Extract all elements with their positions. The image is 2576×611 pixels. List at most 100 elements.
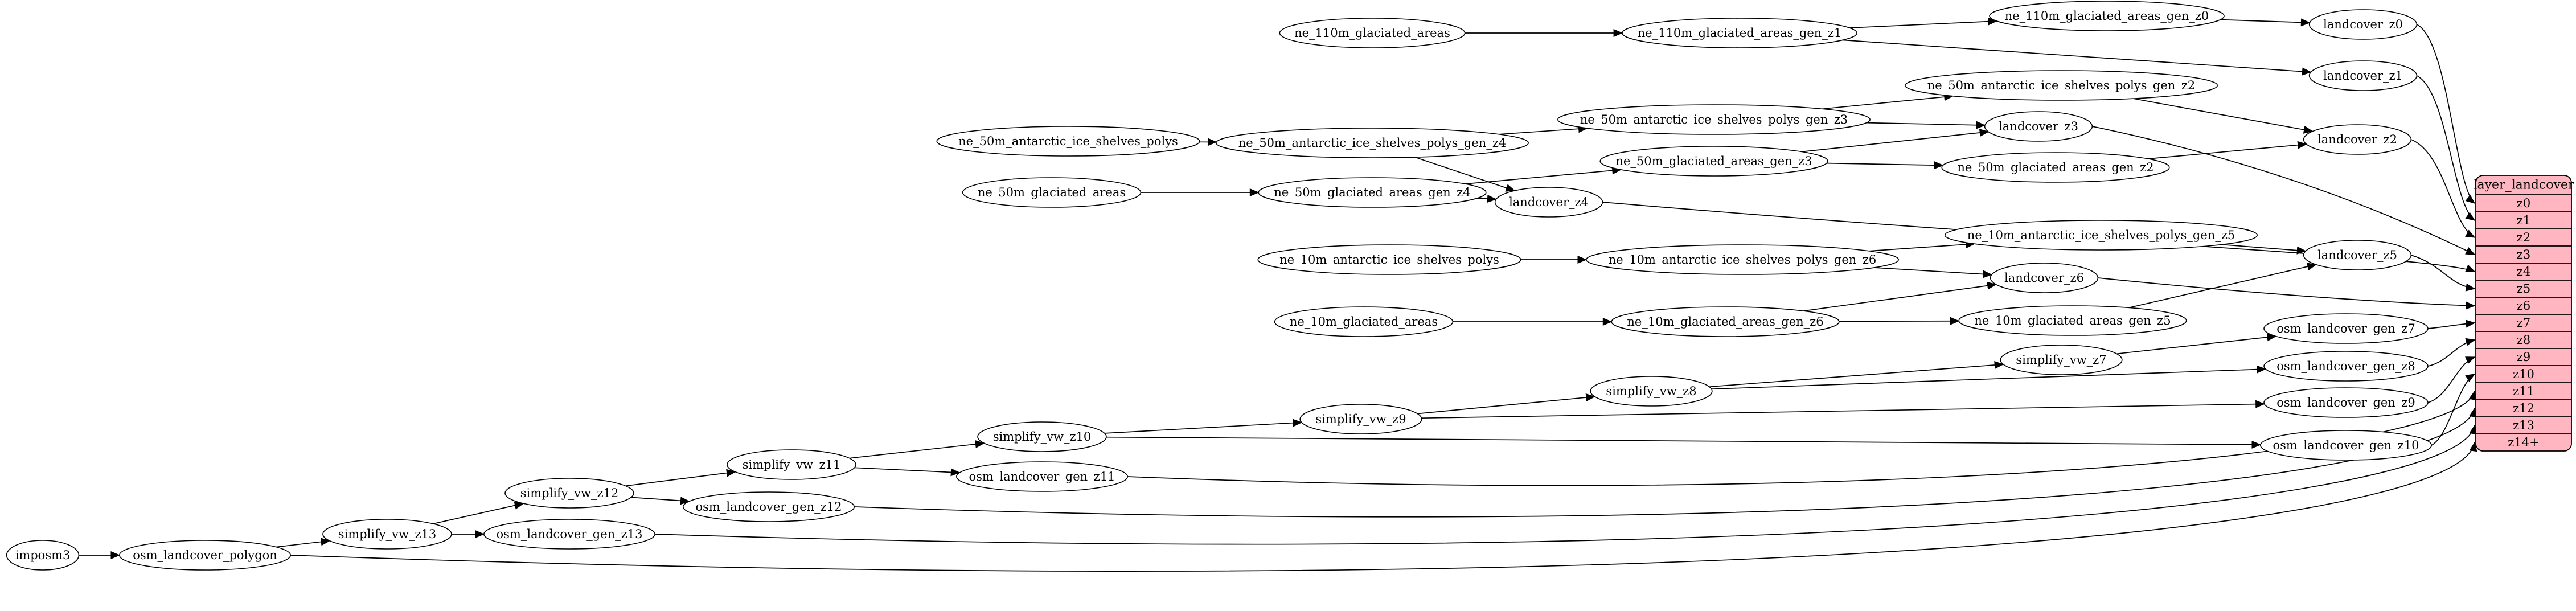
edge-ne_50m_glaciated_areas_gen_z2-to-landcover_z2 — [2148, 141, 2307, 159]
node-ellipse — [956, 461, 1129, 492]
edge-osm_landcover_polygon-to-row-z14plus — [290, 441, 2477, 572]
edge-ne_50m_glaciated_areas_gen_z3-to-ne_50m_glaciated_areas_gen_z2 — [1826, 161, 1944, 170]
table-row: z6 — [2517, 299, 2530, 313]
node-simplify_vw_z9: simplify_vw_z9 — [1299, 404, 1422, 434]
node-ne_10m_antarctic_ice_shelves_polys_gen_z5: ne_10m_antarctic_ice_shelves_polys_gen_z… — [1945, 220, 2258, 251]
node-ellipse — [1586, 244, 1900, 275]
node-ellipse — [2263, 387, 2429, 418]
node-ne_50m_glaciated_areas: ne_50m_glaciated_areas — [962, 177, 1142, 208]
node-ellipse — [2260, 430, 2433, 461]
edge-osm_landcover_gen_z12-to-row-z12 — [854, 407, 2477, 518]
edge-osm_landcover_gen_z11-to-row-z11 — [1127, 390, 2477, 486]
node-ne_50m_antarctic_ice_shelves_polys_gen_z2: ne_50m_antarctic_ice_shelves_polys_gen_z… — [1905, 70, 2218, 101]
node-ellipse — [504, 478, 634, 509]
node-ellipse — [962, 177, 1142, 208]
edge-simplify_vw_z11-to-osm_landcover_gen_z11 — [854, 467, 961, 477]
edge-ne_50m_glaciated_areas_gen_z4-to-ne_50m_glaciated_areas_gen_z3 — [1465, 166, 1622, 184]
node-ellipse — [683, 491, 855, 522]
edge-simplify_vw_z12-to-osm_landcover_gen_z12 — [631, 497, 690, 505]
edge-ne_50m_glaciated_areas_gen_z4-to-landcover_z4 — [1477, 195, 1497, 203]
node-label: osm_landcover_gen_z12 — [696, 500, 842, 514]
node-ellipse — [936, 126, 1200, 157]
node-simplify_vw_z8: simplify_vw_z8 — [1590, 376, 1713, 407]
node-label: osm_landcover_polygon — [133, 548, 277, 562]
node-landcover_z3: landcover_z3 — [1984, 111, 2093, 142]
table-row: z10 — [2513, 367, 2534, 381]
node-ellipse — [2303, 240, 2412, 270]
edge-ne_50m_antarctic_ice_shelves_polys_gen_z2-to-landcover_z2 — [2133, 98, 2314, 134]
edge-osm_landcover_gen_z9-to-row-z9 — [2427, 356, 2476, 403]
table-row: z2 — [2517, 231, 2530, 244]
edge-ne_10m_antarctic_ice_shelves_polys_gen_z6-to-ne_10m_antarctic_ice_shelves_polys_gen_z5 — [1869, 240, 1975, 252]
node-ellipse — [2308, 9, 2418, 40]
node-label: ne_50m_antarctic_ice_shelves_polys_gen_z… — [1238, 136, 1507, 150]
node-ne_50m_antarctic_ice_shelves_polys_gen_z3: ne_50m_antarctic_ice_shelves_polys_gen_z… — [1557, 104, 1871, 135]
edge-ne_10m_antarctic_ice_shelves_polys_gen_z5-to-landcover_z5 — [2221, 244, 2307, 255]
node-label: ne_10m_antarctic_ice_shelves_polys_gen_z… — [1609, 253, 1877, 266]
node-ellipse — [1216, 128, 1529, 158]
table-row: z4 — [2517, 265, 2530, 278]
node-label: landcover_z4 — [1509, 195, 1589, 209]
edge-ne_110m_glaciated_areas_gen_z1-to-landcover_z1 — [1843, 39, 2312, 76]
node-label: simplify_vw_z13 — [338, 527, 437, 541]
node-ellipse — [1984, 111, 2093, 142]
node-ellipse — [1941, 152, 2170, 183]
node-landcover_z2: landcover_z2 — [2303, 124, 2412, 155]
node-label: simplify_vw_z12 — [520, 486, 619, 500]
edge-simplify_vw_z12-to-simplify_vw_z11 — [625, 469, 736, 487]
edge-simplify_vw_z8-to-simplify_vw_z7 — [1709, 360, 2004, 388]
edge-ne_110m_glaciated_areas_gen_z1-to-ne_110m_glaciated_areas_gen_z0 — [1849, 17, 1998, 28]
node-simplify_vw_z13: simplify_vw_z13 — [322, 519, 452, 550]
table-row: z14+ — [2508, 436, 2539, 449]
table-row: z8 — [2517, 333, 2530, 347]
node-ellipse — [1279, 18, 1466, 48]
node-ne_50m_glaciated_areas_gen_z4: ne_50m_glaciated_areas_gen_z4 — [1258, 177, 1487, 208]
edge-ne_10m_glaciated_areas_gen_z5-to-landcover_z5 — [2128, 263, 2317, 309]
edge-ne_110m_glaciated_areas_gen_z0-to-landcover_z0 — [2220, 18, 2311, 27]
node-ellipse — [483, 519, 655, 550]
node-landcover_z5: landcover_z5 — [2303, 240, 2412, 270]
node-osm_landcover_gen_z7: osm_landcover_gen_z7 — [2263, 313, 2429, 344]
node-osm_landcover_polygon: osm_landcover_polygon — [119, 540, 291, 571]
edge-simplify_vw_z9-to-osm_landcover_gen_z9 — [1421, 400, 2265, 419]
node-ellipse — [1958, 305, 2187, 336]
node-osm_landcover_gen_z8: osm_landcover_gen_z8 — [2263, 351, 2429, 382]
edge-ne_50m_glaciated_areas_gen_z3-to-landcover_z3 — [1802, 129, 1990, 153]
node-label: osm_landcover_gen_z10 — [2273, 438, 2419, 452]
node-label: ne_10m_antarctic_ice_shelves_polys_gen_z… — [1967, 228, 2235, 242]
node-label: ne_50m_antarctic_ice_shelves_polys_gen_z… — [1580, 113, 1848, 126]
node-label: ne_50m_glaciated_areas — [978, 186, 1126, 199]
edge-landcover_z1-to-row-z1 — [2417, 75, 2476, 221]
edge-ne_10m_glaciated_areas_gen_z6-to-landcover_z6 — [1803, 281, 1997, 311]
edge-ne_10m_antarctic_ice_shelves_polys_gen_z6-to-landcover_z6 — [1874, 267, 1993, 278]
node-ne_50m_glaciated_areas_gen_z3: ne_50m_glaciated_areas_gen_z3 — [1599, 146, 1828, 177]
node-ellipse — [2263, 313, 2429, 344]
node-label: osm_landcover_gen_z13 — [497, 527, 643, 541]
table-row: z3 — [2517, 248, 2530, 261]
node-ellipse — [2000, 345, 2123, 375]
node-ellipse — [727, 449, 856, 480]
node-landcover_z6: landcover_z6 — [1990, 263, 2099, 293]
node-label: ne_50m_glaciated_areas_gen_z4 — [1274, 186, 1470, 199]
table-row: z12 — [2513, 401, 2534, 415]
node-ne_110m_glaciated_areas: ne_110m_glaciated_areas — [1279, 18, 1466, 48]
node-simplify_vw_z11: simplify_vw_z11 — [727, 449, 856, 480]
edge-ne_50m_antarctic_ice_shelves_polys_gen_z4-to-ne_50m_antarctic_ice_shelves_polys_gen_z3 — [1499, 125, 1588, 135]
table-row: z7 — [2517, 316, 2530, 330]
node-ellipse — [1622, 18, 1857, 48]
node-ellipse — [1590, 376, 1713, 407]
edge-osm_landcover_polygon-to-simplify_vw_z13 — [276, 538, 331, 548]
edge-osm_landcover_gen_z8-to-row-z8 — [2427, 338, 2476, 367]
node-ne_50m_glaciated_areas_gen_z2: ne_50m_glaciated_areas_gen_z2 — [1941, 152, 2170, 183]
node-ne_10m_glaciated_areas_gen_z5: ne_10m_glaciated_areas_gen_z5 — [1958, 305, 2187, 336]
table-row: z13 — [2513, 419, 2534, 432]
node-label: ne_110m_glaciated_areas_gen_z1 — [1638, 26, 1842, 40]
node-label: osm_landcover_gen_z11 — [969, 470, 1115, 483]
node-label: imposm3 — [15, 548, 71, 562]
node-ellipse — [1989, 1, 2225, 31]
node-landcover_z4: landcover_z4 — [1494, 187, 1603, 218]
node-label: simplify_vw_z8 — [1606, 384, 1696, 398]
edge-simplify_vw_z9-to-simplify_vw_z8 — [1417, 393, 1596, 415]
node-label: landcover_z1 — [2323, 69, 2403, 83]
node-ellipse — [1990, 263, 2099, 293]
